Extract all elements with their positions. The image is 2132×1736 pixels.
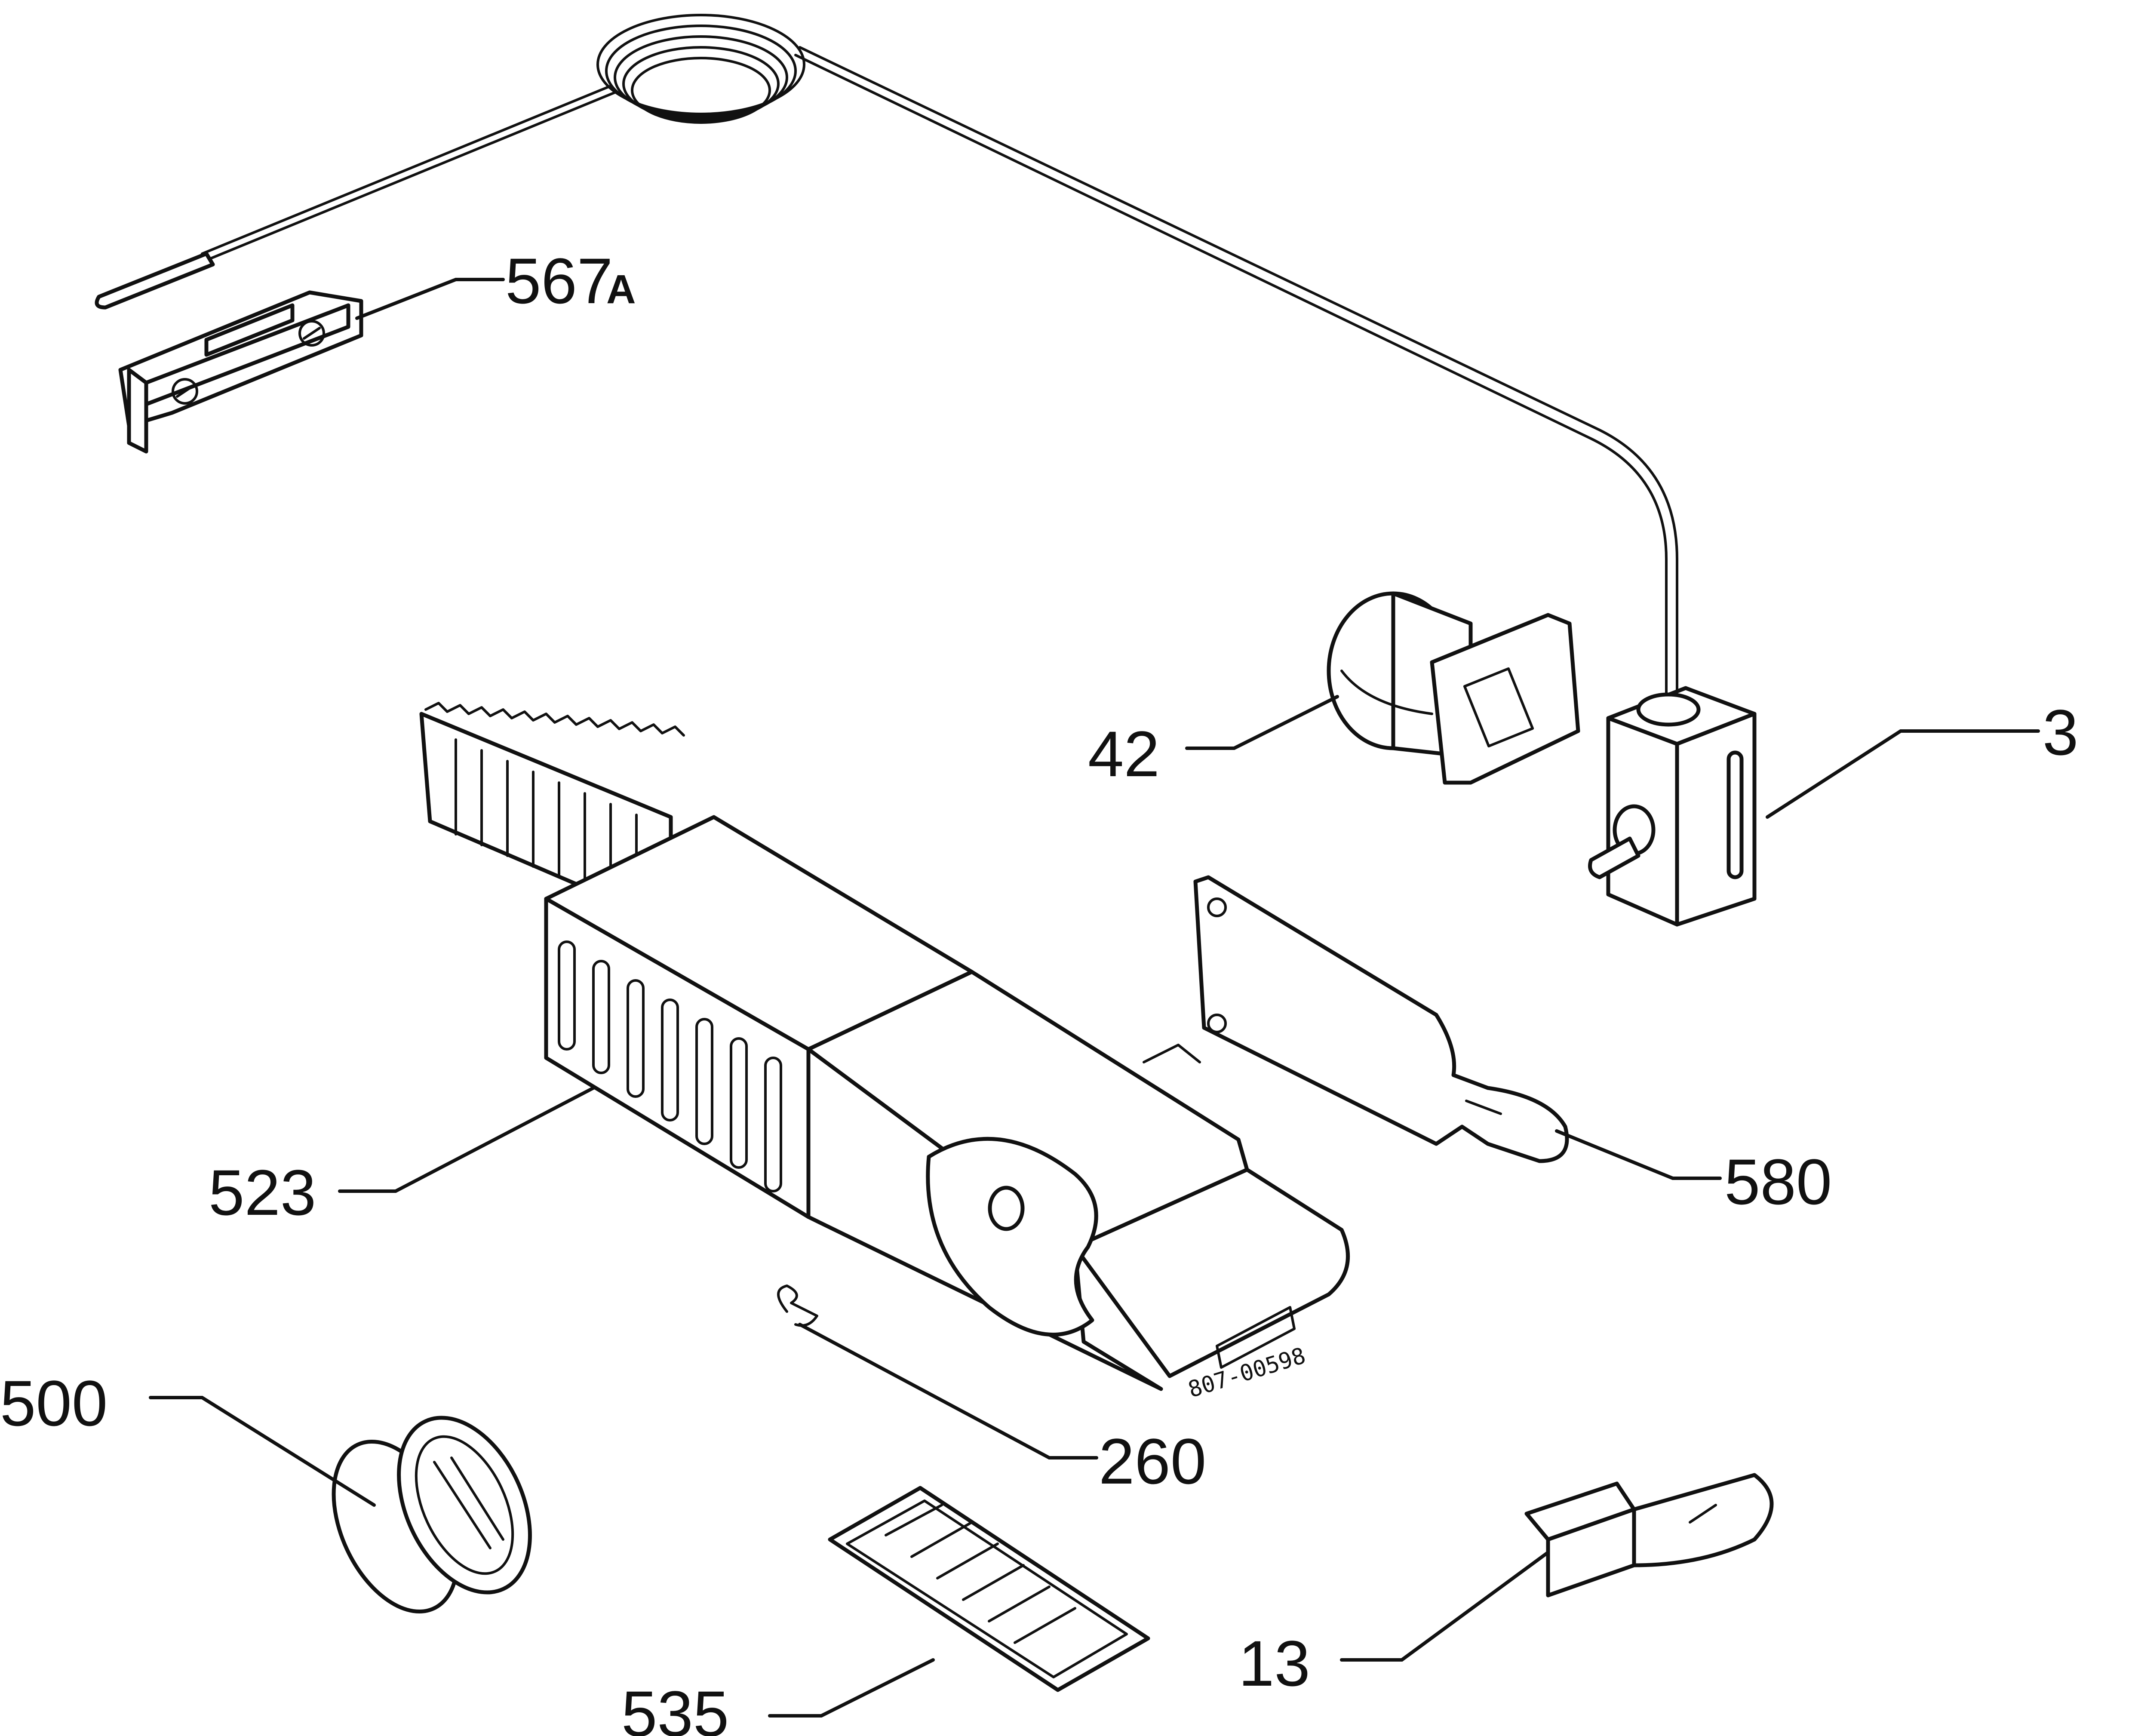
callout-567a-number: 567 xyxy=(505,245,613,317)
callout-3: 3 xyxy=(2043,696,2078,768)
callout-580: 580 xyxy=(1724,1146,1832,1218)
callout-567a: 567 A xyxy=(505,245,636,317)
callout-13: 13 xyxy=(1238,1627,1310,1699)
part-3-thermostat xyxy=(1588,686,1757,927)
part-42-lamp-holder xyxy=(1327,591,1580,785)
part-500-knob xyxy=(332,1416,532,1614)
callout-535: 535 xyxy=(621,1678,729,1736)
callout-567a-suffix: A xyxy=(606,267,636,312)
part-535-grille xyxy=(828,1486,1150,1692)
part-580-cover xyxy=(1193,875,1569,1163)
part-13-switch xyxy=(1524,1473,1774,1598)
capillary-tube xyxy=(95,14,1678,702)
callout-42: 42 xyxy=(1088,718,1160,790)
callout-500: 500 xyxy=(0,1367,108,1439)
part-523-housing xyxy=(419,702,1350,1391)
leader-lines xyxy=(149,278,2040,1718)
part-260-spring-clip xyxy=(777,1284,818,1327)
callout-523: 523 xyxy=(209,1156,316,1229)
part-567a-clip xyxy=(118,290,363,454)
callout-260: 260 xyxy=(1099,1425,1206,1497)
